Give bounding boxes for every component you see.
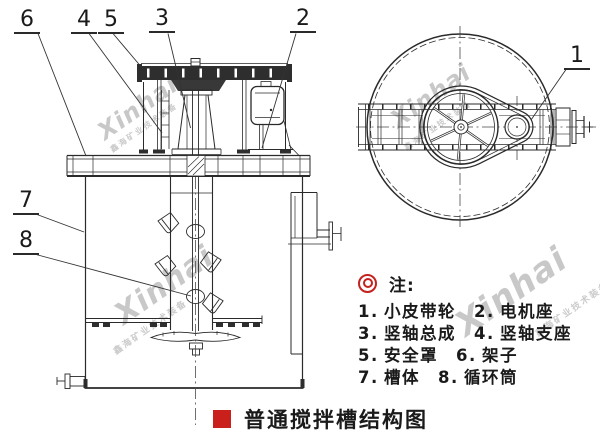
leader-line-8: [35, 254, 192, 297]
callout-label-3: 3: [149, 7, 175, 34]
cylinder-support-ring: [86, 315, 263, 327]
bridge-beam: [358, 103, 556, 151]
legend-item-no: 4.: [474, 324, 495, 343]
legend-item-no: 7.: [358, 368, 379, 387]
callout-label-8: 8: [13, 229, 39, 256]
caption-text: 普通搅拌槽结构图: [244, 408, 428, 432]
legend-item-no: 8.: [438, 368, 459, 387]
leader-line-2: [261, 33, 297, 149]
leader-line-4: [88, 33, 163, 134]
legend-item-no: 1.: [358, 302, 379, 321]
legend-row: 5. 安全罩 6. 架子: [358, 342, 590, 365]
legend-item-label: 电机座: [500, 302, 554, 321]
legend: 注: 1. 小皮带轮 2. 电机座 3. 竖轴总成 4. 竖轴支座 5. 安全罩…: [358, 272, 590, 387]
top-view: [356, 26, 596, 230]
figure-caption: 普通搅拌槽结构图: [213, 404, 428, 434]
legend-item-no: 2.: [474, 302, 495, 321]
legend-item-no: 3.: [358, 324, 379, 343]
legend-header: 注:: [358, 272, 590, 296]
legend-row: 7. 槽体 8. 循环筒: [358, 364, 590, 387]
tank-top-rim: [66, 144, 311, 177]
callout-label-6: 6: [14, 8, 40, 35]
leader-line-7: [36, 214, 85, 233]
safety-cover: [137, 63, 292, 91]
note-bullseye-icon: [358, 273, 377, 293]
shaft-top-nut: [190, 58, 201, 67]
motor-base: [248, 120, 293, 150]
pulley-under-cover: [171, 80, 226, 91]
caption-square-marker: [213, 410, 231, 428]
leader-lines: [35, 33, 567, 297]
legend-item-label: 槽体: [384, 368, 420, 387]
big-pulley: [423, 89, 499, 165]
tank-body: [83, 176, 305, 389]
callout-label-7: 7: [13, 189, 39, 216]
callout-label-2: 2: [290, 7, 316, 34]
leader-line-1: [530, 69, 567, 121]
leader-line-5: [112, 33, 144, 70]
legend-item-no: 6.: [456, 346, 477, 365]
legend-item-label: 竖轴总成: [384, 324, 456, 343]
feed-box: [288, 192, 342, 355]
legend-row: 1. 小皮带轮 2. 电机座: [358, 298, 590, 321]
vertical-shaft: [192, 66, 199, 331]
legend-row: 3. 竖轴总成 4. 竖轴支座: [358, 320, 590, 343]
legend-title: 注:: [389, 275, 415, 296]
callout-label-1: 1: [564, 44, 590, 71]
callout-label-5: 5: [98, 8, 124, 35]
leader-line-3: [167, 33, 191, 129]
legend-item-label: 架子: [482, 346, 518, 365]
callout-label-4: 4: [71, 8, 97, 35]
outlet-pipe: [56, 373, 86, 389]
motor: [250, 81, 285, 126]
leader-line-6: [37, 33, 87, 157]
front-view: [56, 58, 342, 425]
legend-item-label: 小皮带轮: [384, 302, 456, 321]
legend-item-label: 安全罩: [384, 346, 438, 365]
motor-mount-stub: [555, 107, 593, 147]
legend-item-label: 循环筒: [464, 368, 518, 387]
legend-item-label: 竖轴支座: [500, 324, 572, 343]
impeller: [149, 331, 242, 356]
cylinder-scoops: [154, 211, 224, 314]
shaft-support-seat: [161, 89, 222, 155]
small-pulley: [504, 114, 530, 140]
frame-posts: [139, 80, 291, 154]
legend-item-no: 5.: [358, 346, 379, 365]
